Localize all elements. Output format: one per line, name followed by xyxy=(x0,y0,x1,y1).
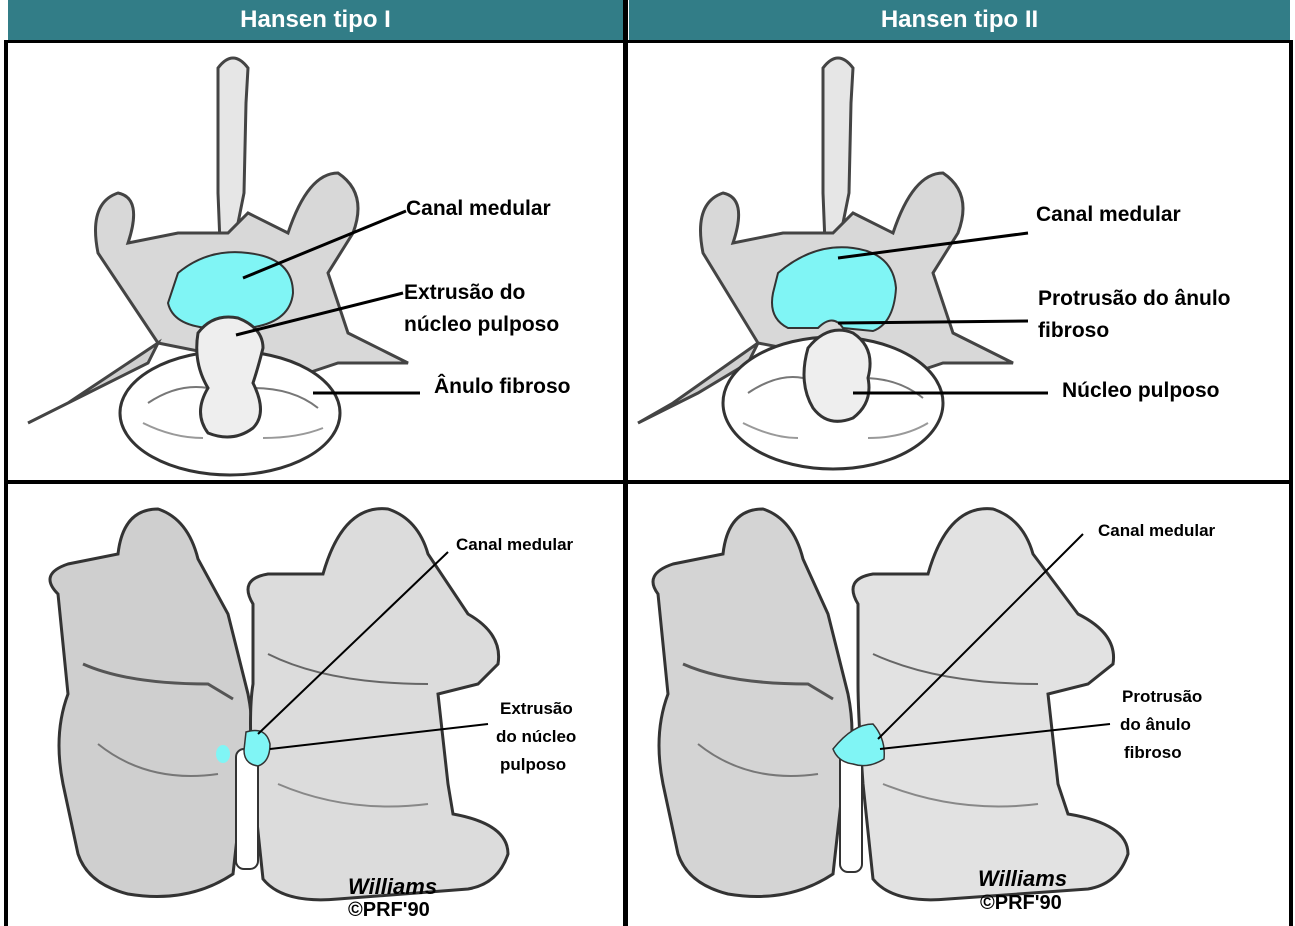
label-canal-medular: Canal medular xyxy=(456,535,574,554)
vertebra-type1-lateral-illustration: Williams ©PRF'90 Canal medular Extrusão … xyxy=(8,484,623,926)
vertebra-type2-lateral-illustration: Williams ©PRF'90 Canal medular Protrusão… xyxy=(628,484,1289,926)
panel-type1-cranial-view: Canal medular Extrusão do núcleo pulposo… xyxy=(8,43,623,480)
artist-signature: Williams xyxy=(348,874,437,899)
label-anulo-fibroso: Ânulo fibroso xyxy=(434,374,570,398)
artist-signature-year: ©PRF'90 xyxy=(980,892,1062,914)
label-lesion-line1: Protrusão do ânulo xyxy=(1038,287,1231,310)
panel-type2-lateral-view: Williams ©PRF'90 Canal medular Protrusão… xyxy=(628,484,1289,926)
label-canal-medular: Canal medular xyxy=(1036,203,1181,226)
label-lesion-line3: fibroso xyxy=(1124,743,1182,762)
header-hansen-type-1-label: Hansen tipo I xyxy=(240,6,391,34)
label-lesion-line1: Protrusão xyxy=(1122,687,1202,706)
label-canal-medular: Canal medular xyxy=(406,197,551,220)
label-lesion-line3: pulposo xyxy=(500,755,566,774)
artist-signature-year: ©PRF'90 xyxy=(348,899,430,921)
label-lesion-line1: Extrusão do xyxy=(404,281,525,304)
label-lesion-line2: do núcleo xyxy=(496,727,576,746)
panel-type2-cranial-view: Canal medular Protrusão do ânulo fibroso… xyxy=(628,43,1289,480)
label-lesion-line2: do ânulo xyxy=(1120,715,1191,734)
extrusion-highlight xyxy=(244,731,270,767)
label-canal-medular: Canal medular xyxy=(1098,521,1216,540)
canal-highlight xyxy=(216,745,230,763)
vertebra-type1-cranial-illustration: Canal medular Extrusão do núcleo pulposo… xyxy=(8,43,623,480)
label-lesion-line2: núcleo pulposo xyxy=(404,313,559,336)
nucleus-pulposus xyxy=(804,330,870,421)
nucleus-extrusion xyxy=(197,317,263,437)
header-hansen-type-2-label: Hansen tipo II xyxy=(881,6,1038,34)
header-hansen-type-2: Hansen tipo II xyxy=(629,0,1290,40)
vertebra-type2-cranial-illustration: Canal medular Protrusão do ânulo fibroso… xyxy=(628,43,1289,480)
panel-type1-lateral-view: Williams ©PRF'90 Canal medular Extrusão … xyxy=(8,484,623,926)
label-lesion-line2: fibroso xyxy=(1038,319,1109,342)
header-hansen-type-1: Hansen tipo I xyxy=(8,0,623,40)
artist-signature: Williams xyxy=(978,866,1067,891)
label-nucleo-pulposo: Núcleo pulposo xyxy=(1062,379,1220,402)
label-lesion-line1: Extrusão xyxy=(500,699,573,718)
